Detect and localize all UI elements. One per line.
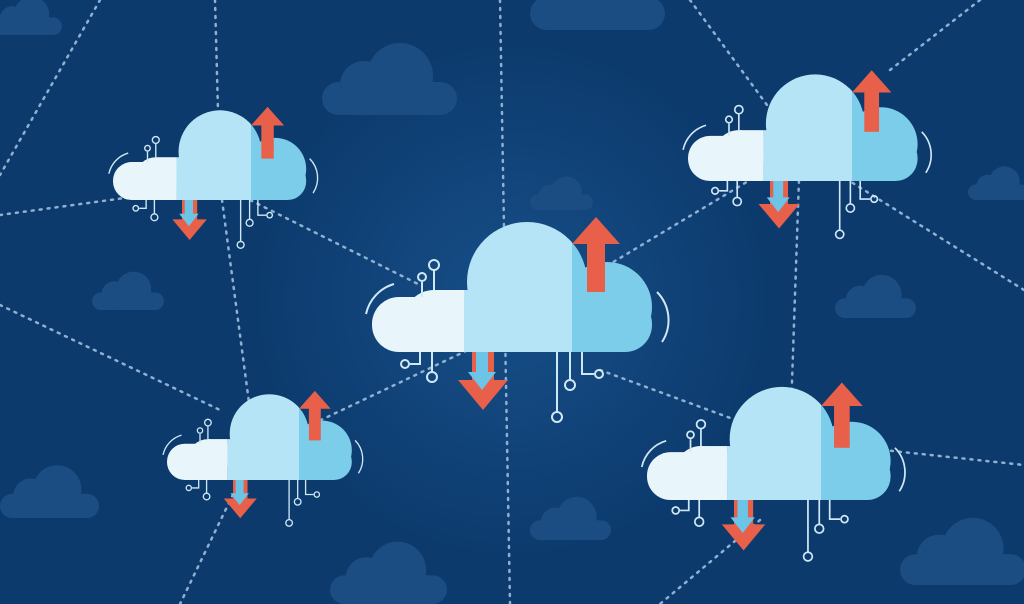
illustration-canvas <box>0 0 1024 604</box>
cloud-network-illustration <box>0 0 1024 604</box>
